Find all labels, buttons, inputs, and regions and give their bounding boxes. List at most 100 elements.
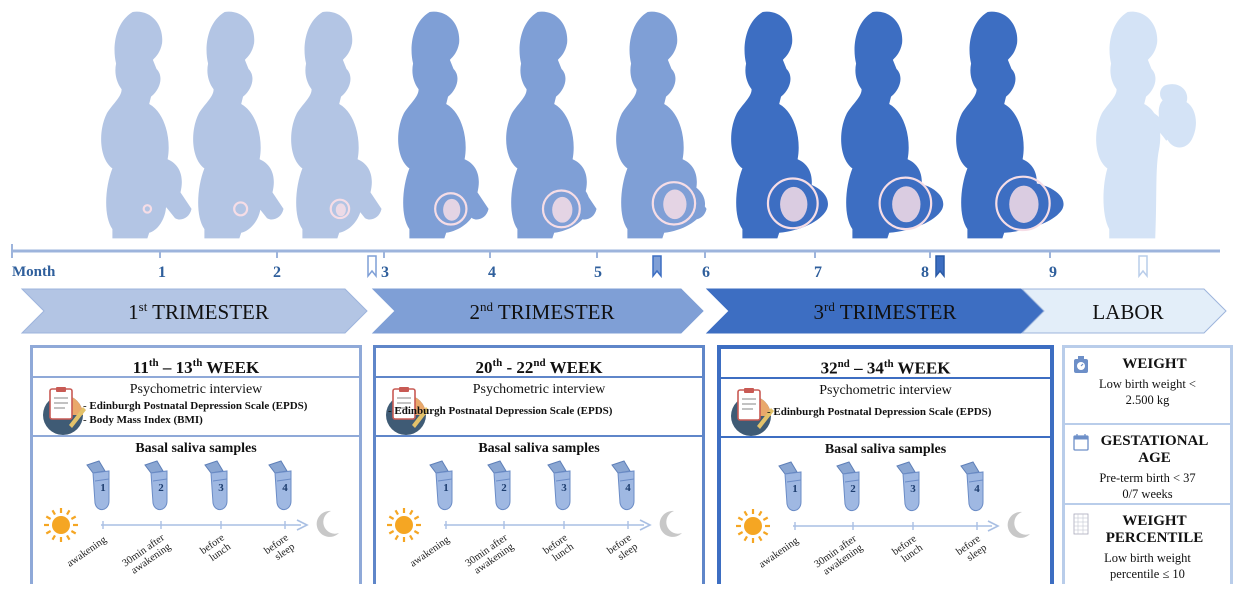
pregnant-woman-silhouette-1 (101, 12, 191, 239)
month-number-4: 4 (488, 264, 496, 281)
month-number-3: 3 (381, 264, 389, 281)
panel-divider (33, 376, 359, 378)
labor-panel: WEIGHT Low birth weight <2.500 kg GESTATIO… (1062, 345, 1233, 584)
week-heading: 32nd – 34th WEEK (721, 354, 1050, 379)
trimester-1-chevron: 1st TRIMESTER (22, 289, 367, 333)
month-number-2: 2 (273, 264, 281, 281)
trimester-2-chevron: 2nd TRIMESTER (373, 289, 703, 333)
moon-icon (660, 511, 682, 537)
assessment-bullet: - Body Mass Index (BMI) (83, 414, 203, 427)
pregnant-woman-silhouette-4 (398, 12, 488, 239)
timeline-graphics: Month 1 2 3 4 5 6 7 8 9 1st TRIMESTER 2nd TRIMEST… (0, 0, 1233, 340)
panel-divider (721, 377, 1050, 379)
tube-number: 1 (100, 482, 106, 494)
labor-outcome-title: WEIGHT (1079, 356, 1230, 373)
tube-number: 3 (910, 483, 916, 495)
labor-outcome-title: WEIGHT (1079, 513, 1230, 530)
sampling-time-label: beforelunch (198, 532, 233, 566)
assessment-bullet: - Edinburgh Postnatal Depression Scale (… (83, 400, 307, 413)
month-number-1: 1 (158, 264, 166, 281)
trimester-label: 1st TRIMESTER (128, 299, 269, 324)
month-number-5: 5 (594, 264, 602, 281)
sampling-time-label: beforelunch (890, 533, 925, 567)
clipboard-interview-icon (41, 385, 89, 442)
trimester-bar: 1st TRIMESTER 2nd TRIMESTER 3rd TRIMESTER L… (22, 289, 1226, 333)
labor-outcome-text: 2.500 kg (1065, 392, 1230, 408)
tube-number: 1 (792, 483, 798, 495)
labor-outcome-text: Low birth weight < (1065, 376, 1230, 392)
sun-icon (44, 508, 78, 542)
panel-divider (33, 435, 359, 437)
labor-label: LABOR (1092, 300, 1163, 324)
tube-number: 3 (218, 482, 224, 494)
pregnant-woman-silhouette-2 (193, 12, 283, 239)
assessment-marker-icon (936, 256, 944, 276)
labor-outcome-text: 0/7 weeks (1065, 486, 1230, 502)
labor-outcome-text: Low birth weight (1065, 550, 1230, 566)
month-label: Month (12, 264, 56, 280)
sampling-time-label: beforelunch (541, 532, 576, 566)
assessment-marker-icon (653, 256, 661, 276)
labor-outcome-title: PERCENTILE (1079, 530, 1230, 547)
month-number-9: 9 (1049, 264, 1057, 281)
trimester-3-chevron: 3rd TRIMESTER (707, 289, 1055, 333)
tube-number: 4 (974, 483, 980, 495)
labor-outcome-title: AGE (1079, 450, 1230, 467)
sampling-time-label: beforesleep (605, 532, 640, 566)
panel-divider (721, 436, 1050, 438)
pregnant-woman-silhouette-5 (506, 12, 596, 239)
saliva-sampling-timeline: 1 awakening 2 30min afterawakening 3 before… (721, 454, 1050, 594)
month-number-6: 6 (702, 264, 710, 281)
sampling-time-label: awakening (65, 534, 109, 570)
tube-number: 2 (158, 482, 164, 494)
assessment-marker-icon (368, 256, 376, 276)
sampling-time-label: awakening (408, 534, 452, 570)
sun-icon (736, 509, 770, 543)
sampling-time-label: beforesleep (262, 532, 297, 566)
tube-number: 1 (443, 482, 449, 494)
labor-outcome-text: percentile ≤ 10 (1065, 566, 1230, 582)
sun-icon (387, 508, 421, 542)
month-axis: Month 1 2 3 4 5 6 7 8 9 (12, 244, 1220, 281)
assessment-marker-icon (1139, 256, 1147, 276)
pregnant-woman-silhouette-7 (731, 12, 828, 239)
week-heading: 20th - 22nd WEEK (376, 353, 702, 378)
mother-with-baby-silhouette (1096, 12, 1196, 239)
pregnant-woman-silhouette-9 (956, 12, 1063, 239)
tube-number: 2 (501, 482, 507, 494)
moon-icon (317, 511, 339, 537)
moon-icon (1008, 512, 1030, 538)
trimester-label: 3rd TRIMESTER (814, 299, 957, 324)
tube-number: 3 (561, 482, 567, 494)
labor-outcome-text: Pre-term birth < 37 (1065, 470, 1230, 486)
tube-number: 4 (625, 482, 631, 494)
sampling-time-label: 30min afterawakening (813, 533, 866, 579)
labor-chevron: LABOR (1022, 289, 1226, 333)
saliva-sampling-timeline: 1 awakening 2 30min afterawakening 3 before… (33, 453, 359, 593)
week-heading: 11th – 13th WEEK (33, 353, 359, 378)
pregnant-woman-silhouette-6 (616, 12, 706, 239)
tube-number: 2 (850, 483, 856, 495)
pregnant-woman-silhouette-3 (291, 12, 381, 239)
pregnant-woman-silhouette-8 (841, 12, 943, 239)
labor-outcome-title: GESTATIONAL (1079, 433, 1230, 450)
month-number-7: 7 (814, 264, 822, 281)
assessment-bullet: - Edinburgh Postnatal Depression Scale (… (388, 405, 612, 418)
sampling-time-label: 30min afterawakening (121, 532, 174, 578)
tube-number: 4 (282, 482, 288, 494)
labor-outcome-box: WEIGHT Low birth weight <2.500 kg (1065, 348, 1230, 421)
saliva-sampling-timeline: 1 awakening 2 30min afterawakening 3 before… (376, 453, 702, 593)
sampling-time-label: 30min afterawakening (464, 532, 517, 578)
month-number-8: 8 (921, 264, 929, 281)
sampling-time-label: awakening (757, 535, 801, 571)
panel-divider (376, 376, 702, 378)
assessment-bullet: - Edinburgh Postnatal Depression Scale (… (767, 406, 991, 419)
sampling-time-label: beforesleep (954, 533, 989, 567)
panel-divider (376, 435, 702, 437)
